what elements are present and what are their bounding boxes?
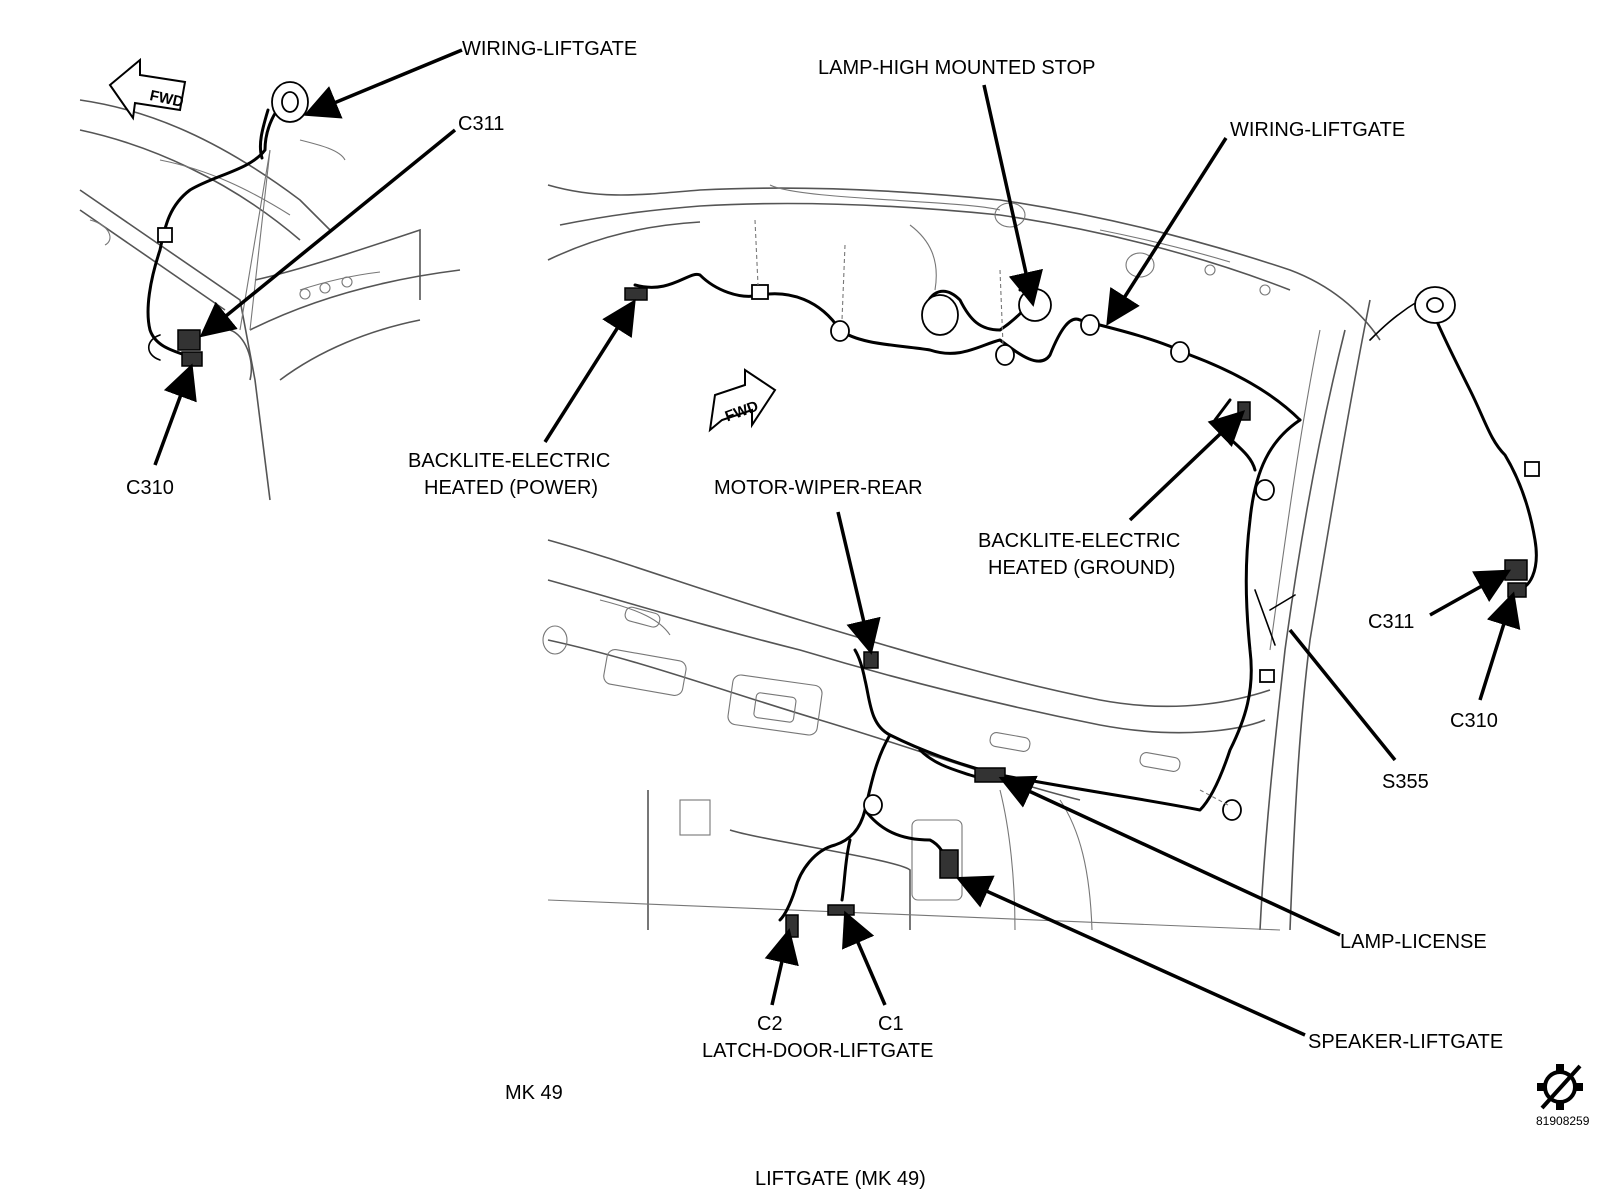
main-harness xyxy=(624,219,1540,938)
label-c310: C310 xyxy=(1450,710,1498,732)
connector-c310 xyxy=(1507,582,1527,598)
leader-motor-wiper-rear xyxy=(836,511,881,655)
footer: MK 49 LIFTGATE (MK 49) 81908259 xyxy=(505,1064,1590,1190)
connector-lamp-license xyxy=(974,767,1006,783)
connector-latch-c1 xyxy=(827,904,855,916)
label-latch-door-liftgate: LATCH-DOOR-LIFTGATE xyxy=(702,1040,933,1062)
s355-splice-mark xyxy=(1269,594,1296,611)
inset-connector-c310 xyxy=(181,351,203,367)
label-s355: S355 xyxy=(1382,771,1429,793)
inset-connector-c311 xyxy=(177,329,201,351)
gear-slash-icon xyxy=(1537,1064,1583,1110)
inset-leader-c310 xyxy=(153,363,197,466)
connector-c311 xyxy=(1504,559,1528,581)
leader-wiring-liftgate xyxy=(1106,137,1228,326)
connector-speaker xyxy=(939,849,959,879)
connector-latch-c2 xyxy=(785,914,799,938)
label-speaker-liftgate: SPEAKER-LIFTGATE xyxy=(1308,1031,1503,1053)
label-lamp-license: LAMP-LICENSE xyxy=(1340,931,1487,953)
inset-body-outline xyxy=(79,99,461,501)
connector-wiper-motor xyxy=(863,651,879,669)
connector-backlite-power xyxy=(624,287,648,301)
mk-label: MK 49 xyxy=(505,1082,563,1104)
leader-backlite-ground xyxy=(1128,410,1246,522)
inset-label-wiring-liftgate: WIRING-LIFTGATE xyxy=(462,38,637,60)
inset-leader-c311 xyxy=(199,128,457,338)
main-leaders xyxy=(543,84,1521,1037)
inset-fwd-arrow: FWD xyxy=(108,57,187,121)
inset-view: FWD WIRING-LIFTGATE C311 C310 xyxy=(79,38,637,501)
figure-caption: LIFTGATE (MK 49) xyxy=(755,1168,926,1190)
label-c311: C311 xyxy=(1368,611,1414,633)
label-lamp-high-mounted-stop: LAMP-HIGH MOUNTED STOP xyxy=(818,57,1095,79)
leader-lamp-license xyxy=(998,775,1341,937)
figure-id: 81908259 xyxy=(1536,1114,1590,1128)
main-view: FWD LAMP-HIGH MOUNTED STOP WIRING-LIFTGA… xyxy=(408,57,1540,1062)
inset-clip xyxy=(157,227,173,243)
inset-fwd-label: FWD xyxy=(148,87,185,111)
label-c2: C2 xyxy=(757,1013,783,1035)
leader-speaker-liftgate xyxy=(955,875,1306,1037)
label-backlite-power-line1: BACKLITE-ELECTRIC xyxy=(408,450,610,472)
main-fwd-arrow: FWD xyxy=(708,368,777,433)
inset-label-c310: C310 xyxy=(126,477,174,499)
label-motor-wiper-rear: MOTOR-WIPER-REAR xyxy=(714,477,923,499)
main-body-outline xyxy=(542,184,1381,931)
leader-lamp-high-mounted-stop xyxy=(982,84,1043,307)
label-backlite-ground-line2: HEATED (GROUND) xyxy=(988,557,1175,579)
leader-s355 xyxy=(1288,628,1397,762)
leader-c1 xyxy=(842,910,887,1006)
leader-c311 xyxy=(1429,569,1512,617)
label-backlite-ground-line1: BACKLITE-ELECTRIC xyxy=(978,530,1180,552)
leader-c2 xyxy=(764,928,799,1006)
leader-backlite-power xyxy=(543,299,636,443)
label-c1: C1 xyxy=(878,1013,904,1035)
inset-harness xyxy=(146,81,309,367)
inset-leader-wiring xyxy=(303,48,463,119)
chmsl-grommet xyxy=(921,294,959,336)
leader-c310 xyxy=(1478,591,1521,701)
label-wiring-liftgate: WIRING-LIFTGATE xyxy=(1230,119,1405,141)
inset-label-c311: C311 xyxy=(458,113,504,135)
label-backlite-power-line2: HEATED (POWER) xyxy=(424,477,598,499)
